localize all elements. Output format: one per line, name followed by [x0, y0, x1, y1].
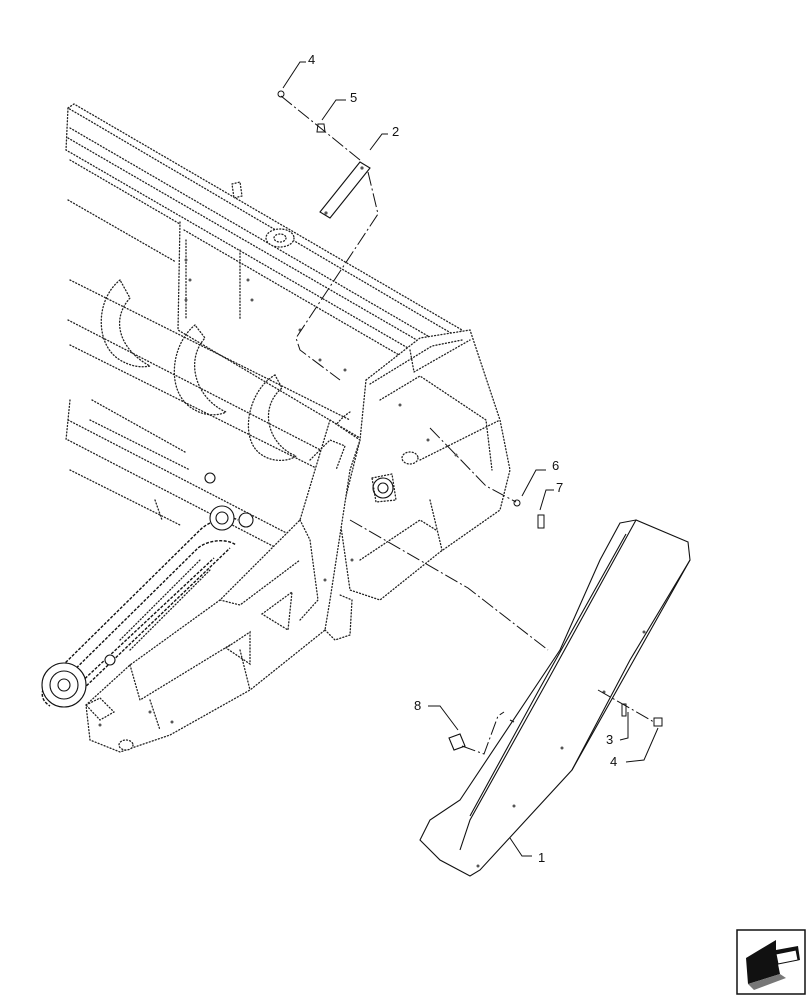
feeder-arm [84, 418, 361, 753]
callout-leaders [282, 61, 659, 857]
next-page-arrow-icon[interactable] [736, 929, 806, 995]
callout-6: 6 [552, 458, 559, 473]
side-housing [339, 329, 545, 601]
header-frame [65, 103, 464, 557]
part-2-plate [319, 161, 371, 219]
callout-5: 5 [350, 90, 357, 105]
callout-2: 2 [392, 124, 399, 139]
fasteners [277, 90, 663, 751]
callout-labels: 4 5 2 6 7 8 3 4 1 [308, 52, 617, 865]
callout-8: 8 [414, 698, 421, 713]
callout-4-bottom: 4 [610, 754, 617, 769]
center-lines [280, 95, 655, 755]
drive-chain [41, 472, 254, 708]
callout-1: 1 [538, 850, 545, 865]
part-1-shield [419, 519, 691, 877]
callout-7: 7 [556, 480, 563, 495]
callout-3: 3 [606, 732, 613, 747]
callout-4-top: 4 [308, 52, 315, 67]
